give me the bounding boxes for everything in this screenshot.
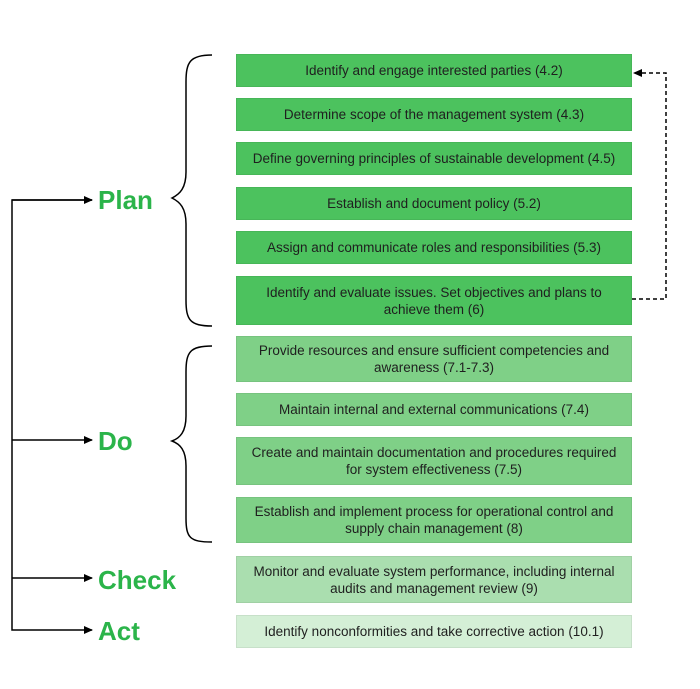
- plan-step-box: Determine scope of the management system…: [236, 98, 632, 131]
- phase-label-plan: Plan: [98, 185, 153, 215]
- phase-label-check: Check: [98, 565, 177, 595]
- plan-step-box: Assign and communicate roles and respons…: [236, 231, 632, 264]
- do-step-box: Provide resources and ensure sufficient …: [236, 336, 632, 382]
- plan-step-box: Define governing principles of sustainab…: [236, 142, 632, 175]
- plan-step-box: Establish and document policy (5.2): [236, 187, 632, 220]
- do-step-box: Maintain internal and external communica…: [236, 393, 632, 426]
- act-step-box: Identify nonconformities and take correc…: [236, 615, 632, 648]
- phase-label-act: Act: [98, 616, 140, 646]
- check-step-box: Monitor and evaluate system performance,…: [236, 556, 632, 603]
- plan-brace: [170, 54, 213, 327]
- plan-step-box: Identify and evaluate issues. Set object…: [236, 276, 632, 325]
- do-brace: [169, 345, 213, 543]
- plan-step-box: Identify and engage interested parties (…: [236, 54, 632, 87]
- cycle-line: [11, 199, 93, 634]
- do-step-box: Create and maintain documentation and pr…: [236, 437, 632, 485]
- do-step-box: Establish and implement process for oper…: [236, 497, 632, 543]
- feedback-loop-arrow: [632, 69, 667, 300]
- phase-label-do: Do: [98, 426, 133, 456]
